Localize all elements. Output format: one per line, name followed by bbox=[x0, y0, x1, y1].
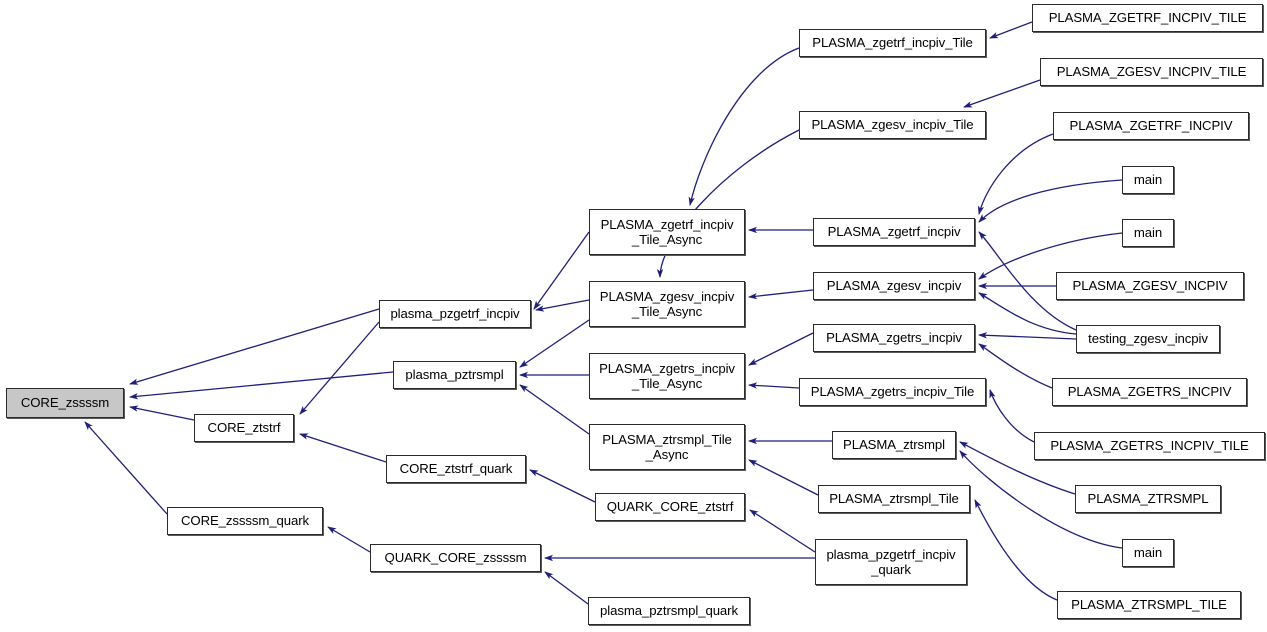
graph-node-ZTRSMPL_TILE[interactable]: PLASMA_ZTRSMPL_TILE bbox=[1057, 591, 1241, 619]
graph-node-label: main bbox=[1133, 225, 1163, 241]
graph-node-ztrsmpl[interactable]: PLASMA_ztrsmpl bbox=[832, 431, 956, 459]
graph-edge-ztrsmpl_tile_async-to-plasma_pztrsmpl bbox=[519, 384, 590, 435]
graph-edge-plasma_pztrsmpl-to-core_zssssm bbox=[129, 371, 394, 400]
graph-edge-main1-to-zgetrf_incpiv bbox=[978, 179, 1123, 223]
graph-edge-ztrsmpl_tile-to-ztrsmpl_tile_async bbox=[748, 459, 819, 496]
graph-node-label: PLASMA_ztrsmpl bbox=[843, 437, 945, 453]
graph-edge-zgetrs_incpiv-to-zgetrs_incpiv_tile_async bbox=[748, 332, 814, 366]
graph-node-main1[interactable]: main bbox=[1122, 166, 1174, 194]
graph-edge-quark_core_ztstrf-to-core_ztstrf_quark bbox=[529, 469, 596, 503]
graph-node-ZGESV_INCPIV[interactable]: PLASMA_ZGESV_INCPIV bbox=[1056, 272, 1244, 300]
graph-node-label: plasma_pztrsmpl bbox=[405, 367, 504, 383]
graph-node-main2[interactable]: main bbox=[1122, 219, 1174, 247]
graph-node-ZGETRF_INCPIV[interactable]: PLASMA_ZGETRF_INCPIV bbox=[1053, 112, 1249, 140]
graph-node-label: main bbox=[1133, 172, 1163, 188]
graph-node-label: CORE_ztstrf bbox=[207, 420, 281, 436]
graph-node-zgesv_incpiv_tile_async[interactable]: PLASMA_zgesv_incpiv _Tile_Async bbox=[589, 281, 745, 327]
graph-node-label: PLASMA_ZGESV_INCPIV bbox=[1072, 278, 1228, 294]
graph-node-core_ztstrf[interactable]: CORE_ztstrf bbox=[194, 414, 294, 442]
graph-node-ZTRSMPL[interactable]: PLASMA_ZTRSMPL bbox=[1075, 485, 1221, 513]
graph-node-zgesv_incpiv[interactable]: PLASMA_zgesv_incpiv bbox=[813, 272, 975, 300]
graph-node-label: PLASMA_ZTRSMPL bbox=[1087, 491, 1209, 507]
graph-node-label: CORE_zssssm_quark bbox=[180, 513, 309, 529]
graph-node-core_zssssm_quark[interactable]: CORE_zssssm_quark bbox=[167, 507, 323, 535]
graph-node-label: PLASMA_ztrsmpl_Tile bbox=[829, 491, 959, 507]
graph-edge-ZGESV_INCPIV_TILE-to-zgesv_incpiv_tile bbox=[963, 79, 1041, 108]
graph-node-label: PLASMA_zgesv_incpiv bbox=[826, 278, 962, 294]
graph-edge-zgetrs_incpiv_tile-to-zgetrs_incpiv_tile_async bbox=[748, 382, 800, 389]
graph-edge-plasma_pzgetrf_incpiv-to-core_ztstrf bbox=[299, 321, 380, 415]
graph-node-label: PLASMA_zgetrs_incpiv_Tile bbox=[810, 384, 975, 400]
graph-node-label: PLASMA_ZGESV_INCPIV_TILE bbox=[1056, 64, 1247, 80]
graph-edge-quark_core_zssssm-to-core_zssssm_quark bbox=[327, 526, 371, 553]
graph-node-label: testing_zgesv_incpiv bbox=[1088, 331, 1208, 347]
graph-node-zgetrf_incpiv_tile[interactable]: PLASMA_zgetrf_incpiv_Tile bbox=[799, 29, 986, 57]
graph-node-label: PLASMA_zgesv_incpiv_Tile bbox=[811, 117, 974, 133]
graph-node-label: PLASMA_ZTRSMPL_TILE bbox=[1071, 597, 1227, 613]
graph-node-ZGETRF_INCPIV_TILE[interactable]: PLASMA_ZGETRF_INCPIV_TILE bbox=[1032, 4, 1263, 32]
graph-node-label: PLASMA_ztrsmpl_Tile _Async bbox=[602, 431, 732, 463]
graph-node-label: plasma_pztrsmpl_quark bbox=[600, 603, 738, 619]
graph-node-zgetrs_incpiv[interactable]: PLASMA_zgetrs_incpiv bbox=[813, 324, 975, 352]
graph-edge-zgetrf_incpiv_tile_async-to-plasma_pzgetrf_incpiv bbox=[533, 231, 590, 310]
graph-edge-zgetrf_incpiv_tile-to-zgetrf_incpiv_tile_async bbox=[688, 47, 800, 206]
graph-edge-core_zssssm_quark-to-core_zssssm bbox=[84, 421, 168, 515]
graph-node-label: QUARK_CORE_zssssm bbox=[384, 550, 527, 566]
graph-node-core_zssssm[interactable]: CORE_zssssm bbox=[6, 388, 124, 418]
graph-node-label: PLASMA_zgesv_incpiv _Tile_Async bbox=[599, 288, 735, 320]
graph-node-ztrsmpl_tile[interactable]: PLASMA_ztrsmpl_Tile bbox=[818, 485, 970, 513]
graph-edge-zgesv_incpiv-to-zgesv_incpiv_tile_async bbox=[748, 289, 814, 300]
graph-node-label: plasma_pzgetrf_incpiv bbox=[390, 306, 520, 322]
graph-edge-testing_zgesv_incpiv-to-zgetrs_incpiv bbox=[978, 332, 1077, 340]
graph-node-zgetrs_incpiv_tile[interactable]: PLASMA_zgetrs_incpiv_Tile bbox=[799, 378, 986, 406]
graph-node-ZGETRS_INCPIV_TILE[interactable]: PLASMA_ZGETRS_INCPIV_TILE bbox=[1034, 432, 1265, 460]
graph-edge-ZGETRF_INCPIV-to-zgetrf_incpiv bbox=[977, 133, 1054, 215]
graph-node-label: PLASMA_ZGETRF_INCPIV bbox=[1069, 118, 1233, 134]
graph-node-label: PLASMA_zgetrs_incpiv _Tile_Async bbox=[599, 360, 735, 392]
graph-edge-ZGETRS_INCPIV-to-zgetrs_incpiv bbox=[978, 343, 1053, 389]
graph-edge-core_ztstrf-to-core_zssssm bbox=[129, 405, 195, 421]
graph-node-zgetrf_incpiv_tile_async[interactable]: PLASMA_zgetrf_incpiv _Tile_Async bbox=[589, 209, 745, 255]
graph-node-plasma_pzgetrf_incpiv[interactable]: plasma_pzgetrf_incpiv bbox=[379, 300, 531, 328]
graph-node-label: PLASMA_zgetrf_incpiv bbox=[827, 224, 961, 240]
graph-edge-core_ztstrf_quark-to-core_ztstrf bbox=[299, 433, 387, 463]
graph-node-label: PLASMA_ZGETRS_INCPIV_TILE bbox=[1050, 438, 1249, 454]
graph-node-label: PLASMA_zgetrf_incpiv _Tile_Async bbox=[600, 216, 734, 248]
graph-node-ZGESV_INCPIV_TILE[interactable]: PLASMA_ZGESV_INCPIV_TILE bbox=[1040, 58, 1263, 86]
graph-edge-plasma_pzgetrf_incpiv-to-core_zssssm bbox=[129, 308, 380, 385]
graph-edge-ZGETRF_INCPIV_TILE-to-zgetrf_incpiv_tile bbox=[989, 21, 1033, 39]
graph-node-main3[interactable]: main bbox=[1122, 539, 1174, 567]
graph-node-label: PLASMA_ZGETRS_INCPIV bbox=[1067, 384, 1232, 400]
graph-node-label: PLASMA_zgetrs_incpiv bbox=[826, 330, 962, 346]
graph-node-label: PLASMA_zgetrf_incpiv_Tile bbox=[812, 35, 973, 51]
graph-node-core_ztstrf_quark[interactable]: CORE_ztstrf_quark bbox=[386, 455, 526, 483]
graph-node-label: main bbox=[1133, 545, 1163, 561]
graph-edge-ZGETRS_INCPIV_TILE-to-zgetrs_incpiv_tile bbox=[989, 389, 1035, 443]
graph-node-plasma_pztrsmpl[interactable]: plasma_pztrsmpl bbox=[393, 361, 516, 389]
graph-node-testing_zgesv_incpiv[interactable]: testing_zgesv_incpiv bbox=[1076, 325, 1220, 353]
graph-node-label: QUARK_CORE_ztstrf bbox=[606, 499, 734, 515]
graph-edge-plasma_pztrsmpl_quark-to-quark_core_zssssm bbox=[544, 571, 589, 605]
graph-node-quark_core_ztstrf[interactable]: QUARK_CORE_ztstrf bbox=[595, 493, 745, 521]
graph-edge-ZTRSMPL_TILE-to-ztrsmpl_tile bbox=[974, 499, 1058, 601]
graph-node-zgetrf_incpiv[interactable]: PLASMA_zgetrf_incpiv bbox=[813, 218, 975, 246]
graph-edge-zgesv_incpiv_tile_async-to-plasma_pzgetrf_incpiv bbox=[535, 299, 590, 312]
graph-node-label: CORE_ztstrf_quark bbox=[399, 461, 513, 477]
graph-node-label: CORE_zssssm bbox=[20, 395, 110, 411]
graph-node-zgetrs_incpiv_tile_async[interactable]: PLASMA_zgetrs_incpiv _Tile_Async bbox=[589, 353, 745, 399]
graph-node-quark_core_zssssm[interactable]: QUARK_CORE_zssssm bbox=[370, 544, 541, 572]
graph-node-pzgetrf_incpiv_quark[interactable]: plasma_pzgetrf_incpiv _quark bbox=[815, 539, 967, 585]
graph-node-ZGETRS_INCPIV[interactable]: PLASMA_ZGETRS_INCPIV bbox=[1052, 378, 1247, 406]
graph-edge-pzgetrf_incpiv_quark-to-quark_core_ztstrf bbox=[749, 509, 816, 553]
graph-node-plasma_pztrsmpl_quark[interactable]: plasma_pztrsmpl_quark bbox=[588, 597, 750, 625]
graph-node-label: PLASMA_ZGETRF_INCPIV_TILE bbox=[1048, 10, 1247, 26]
graph-node-ztrsmpl_tile_async[interactable]: PLASMA_ztrsmpl_Tile _Async bbox=[589, 424, 745, 470]
graph-node-label: plasma_pzgetrf_incpiv _quark bbox=[826, 546, 956, 578]
graph-node-zgesv_incpiv_tile[interactable]: PLASMA_zgesv_incpiv_Tile bbox=[799, 111, 986, 139]
